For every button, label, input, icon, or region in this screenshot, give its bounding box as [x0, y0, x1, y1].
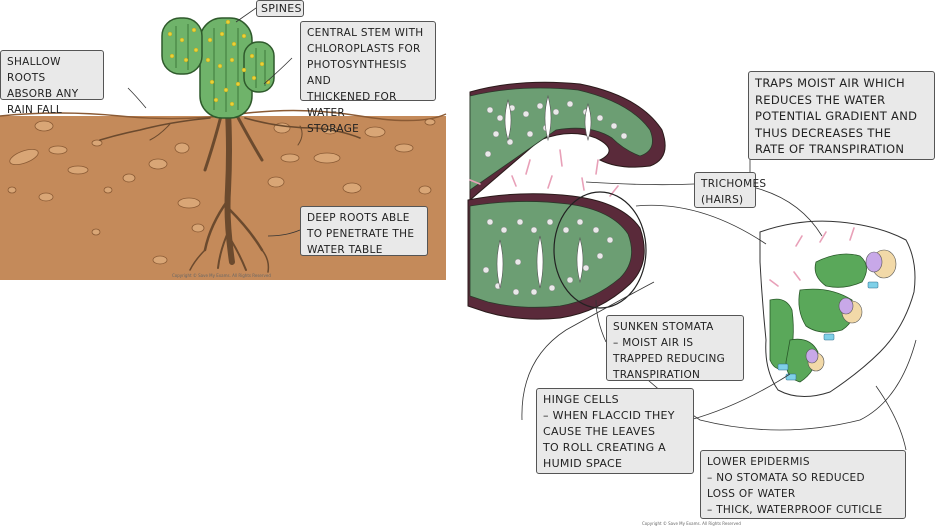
- cactus-copyright: Copyright © Save My Exams. All Rights Re…: [172, 273, 271, 278]
- leaf-pointer-lines: [521, 128, 917, 451]
- cactus-spines: [167, 19, 271, 107]
- cactus-pointer-lines: [127, 7, 301, 237]
- leaf-cross-section-lower-inner: [469, 201, 632, 308]
- soil-pebbles: [7, 118, 436, 265]
- label-hinge-cells: HINGE CELLS – WHEN FLACCID THEY CAUSE TH…: [536, 388, 694, 474]
- leaf-cross-section-upper: [469, 87, 653, 191]
- leaf-copyright: Copyright © Save My Exams. All Rights Re…: [642, 521, 741, 526]
- label-spines: SPINES: [256, 0, 304, 17]
- label-lower-epidermis: LOWER EPIDERMIS – NO STOMATA SO REDUCED …: [700, 450, 906, 519]
- cactus-body: [161, 17, 275, 119]
- leaf-trichomes: [469, 149, 619, 197]
- zoom-circle: [553, 191, 647, 309]
- cactus-panel: [0, 7, 447, 280]
- label-trichomes: TRICHOMES (HAIRS): [694, 172, 766, 208]
- label-shallow-roots: SHALLOW ROOTS ABSORB ANY RAIN FALL: [0, 50, 104, 116]
- label-sunken-stomata: SUNKEN STOMATA – MOIST AIR IS TRAPPED RE…: [606, 315, 744, 381]
- label-trichomes-effect: TRAPS MOIST AIR WHICH REDUCES THE WATER …: [748, 71, 935, 160]
- label-deep-roots: DEEP ROOTS ABLE TO PENETRATE THE WATER T…: [300, 206, 428, 256]
- magnified-leaf-section: [759, 220, 916, 397]
- label-central-stem: CENTRAL STEM WITH CHLOROPLASTS FOR PHOTO…: [300, 21, 436, 135]
- leaf-panel: [467, 81, 917, 451]
- leaf-grooves: [496, 94, 592, 289]
